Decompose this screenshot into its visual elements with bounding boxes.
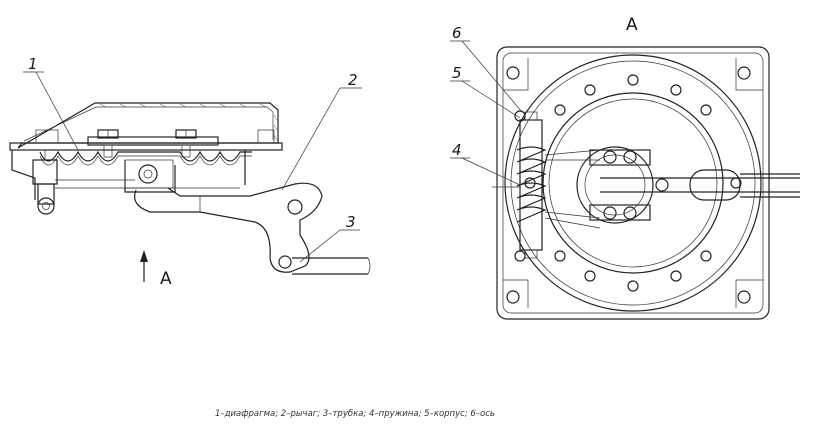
side-section-view: A 1 2 3 bbox=[9, 55, 371, 289]
label-5: 5 bbox=[452, 64, 462, 82]
label-2: 2 bbox=[348, 71, 358, 89]
legend-caption: 1–диафрагма; 2–рычаг; 3–трубка; 4–пружин… bbox=[215, 409, 495, 419]
label-1: 1 bbox=[28, 55, 38, 73]
label-4: 4 bbox=[452, 141, 462, 159]
view-arrow-letter: A bbox=[160, 269, 172, 289]
view-a: A bbox=[450, 15, 800, 320]
label-6: 6 bbox=[452, 24, 462, 42]
view-title-letter: A bbox=[626, 15, 638, 35]
label-3: 3 bbox=[346, 213, 356, 231]
